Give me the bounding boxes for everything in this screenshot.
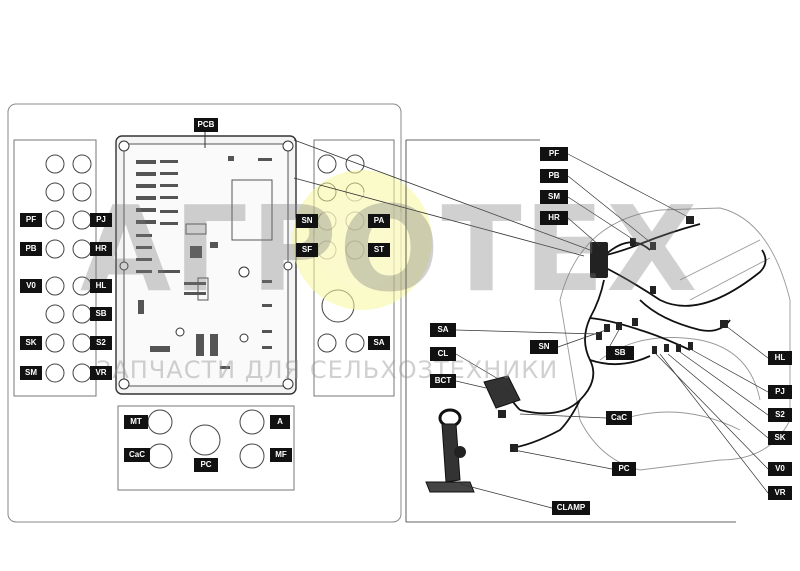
label-sf-right: SF bbox=[296, 243, 318, 257]
label-sb-harness: SB bbox=[606, 346, 634, 360]
label-sa-right: SA bbox=[368, 336, 390, 350]
label-pj-left: PJ bbox=[90, 213, 112, 227]
label-vr-harness: VR bbox=[768, 486, 792, 500]
label-pa-right: PA bbox=[368, 214, 390, 228]
label-mt-bottom: MT bbox=[124, 415, 148, 429]
label-a-bottom: A bbox=[270, 415, 290, 429]
label-hl-left: HL bbox=[90, 279, 112, 293]
pcb-mount-hole bbox=[239, 333, 249, 343]
label-cac-harness: CaC bbox=[606, 411, 632, 425]
label-sm-left: SM bbox=[20, 366, 42, 380]
label-pf-harness: PF bbox=[540, 147, 568, 161]
pcb-mount-hole bbox=[175, 327, 185, 337]
label-vr-left: VR bbox=[90, 366, 112, 380]
label-bct-harness: BCT bbox=[430, 374, 456, 388]
label-pcb: PCB bbox=[194, 118, 218, 132]
label-sa-harness: SA bbox=[430, 323, 456, 337]
clamp-mount bbox=[425, 408, 475, 493]
pcb-outlines bbox=[185, 179, 273, 301]
label-s2-left: S2 bbox=[90, 336, 112, 350]
label-cac-bottom: CaC bbox=[124, 448, 150, 462]
label-v0-harness: V0 bbox=[768, 462, 792, 476]
label-pf-left: PF bbox=[20, 213, 42, 227]
harness-cable bbox=[499, 223, 767, 449]
housing-screws bbox=[118, 140, 294, 390]
leader-lines bbox=[293, 139, 736, 523]
label-leaders bbox=[455, 153, 769, 509]
label-v0-left: V0 bbox=[20, 279, 42, 293]
label-sk-harness: SK bbox=[768, 431, 792, 445]
label-cl-harness: CL bbox=[430, 347, 456, 361]
label-pj-harness: PJ bbox=[768, 385, 792, 399]
label-pc-harness: PC bbox=[612, 462, 636, 476]
label-pb-harness: PB bbox=[540, 169, 568, 183]
label-sn-right: SN bbox=[296, 214, 318, 228]
label-pb-left: PB bbox=[20, 242, 42, 256]
label-st-right: ST bbox=[368, 243, 390, 257]
label-sk-left: SK bbox=[20, 336, 42, 350]
harness-connectors bbox=[498, 216, 728, 452]
label-pc-bottom: PC bbox=[194, 458, 218, 472]
label-clamp-harness: CLAMP bbox=[552, 501, 590, 515]
label-mf-bottom: MF bbox=[270, 448, 292, 462]
label-sn-harness: SN bbox=[530, 340, 558, 354]
label-sm-harness: SM bbox=[540, 190, 568, 204]
label-s2-harness: S2 bbox=[768, 408, 792, 422]
watermark-subtitle: ЗАПЧАСТИ ДЛЯ СЕЛЬХОЗТЕХНИКИ bbox=[96, 356, 559, 384]
bottom-panel-holes bbox=[147, 409, 265, 469]
outer-frame bbox=[7, 103, 402, 523]
pcb-components bbox=[136, 156, 272, 369]
pcb-mount-hole bbox=[238, 266, 250, 278]
label-sb-left: SB bbox=[90, 307, 112, 321]
label-hl-harness: HL bbox=[768, 351, 792, 365]
battery-box bbox=[483, 375, 521, 412]
label-hr-harness: HR bbox=[540, 211, 568, 225]
label-hr-left: HR bbox=[90, 242, 112, 256]
